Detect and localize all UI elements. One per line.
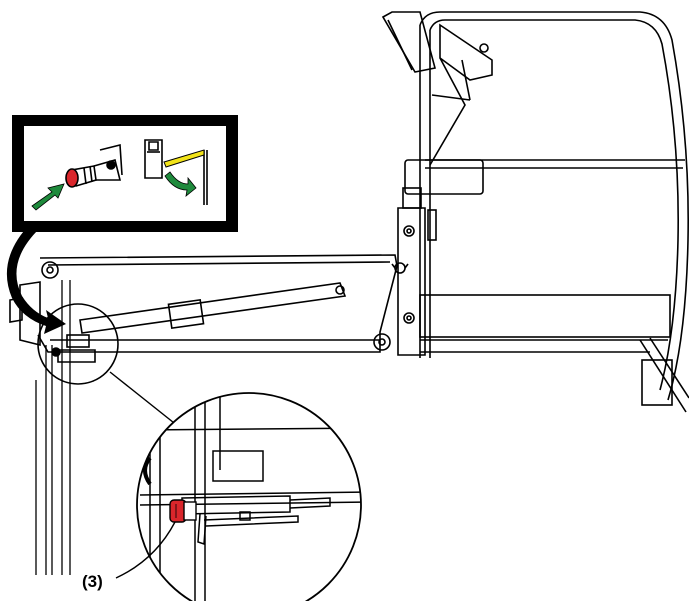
left-uprights [35,280,71,575]
instruction-panel [12,115,238,232]
push-button-detail [169,499,197,523]
green-push-arrow-icon [31,183,65,211]
latch-lever-icon [144,139,208,205]
boom-arm [9,254,398,353]
magnifier-source-circle [37,303,119,385]
curved-pointer-arrow-icon [6,224,66,334]
push-button-icon [65,143,123,188]
green-release-arrow-icon [164,171,197,197]
cage-structure [381,11,689,413]
callout-leader-line [115,521,176,579]
callout-3: (3) [82,572,103,591]
